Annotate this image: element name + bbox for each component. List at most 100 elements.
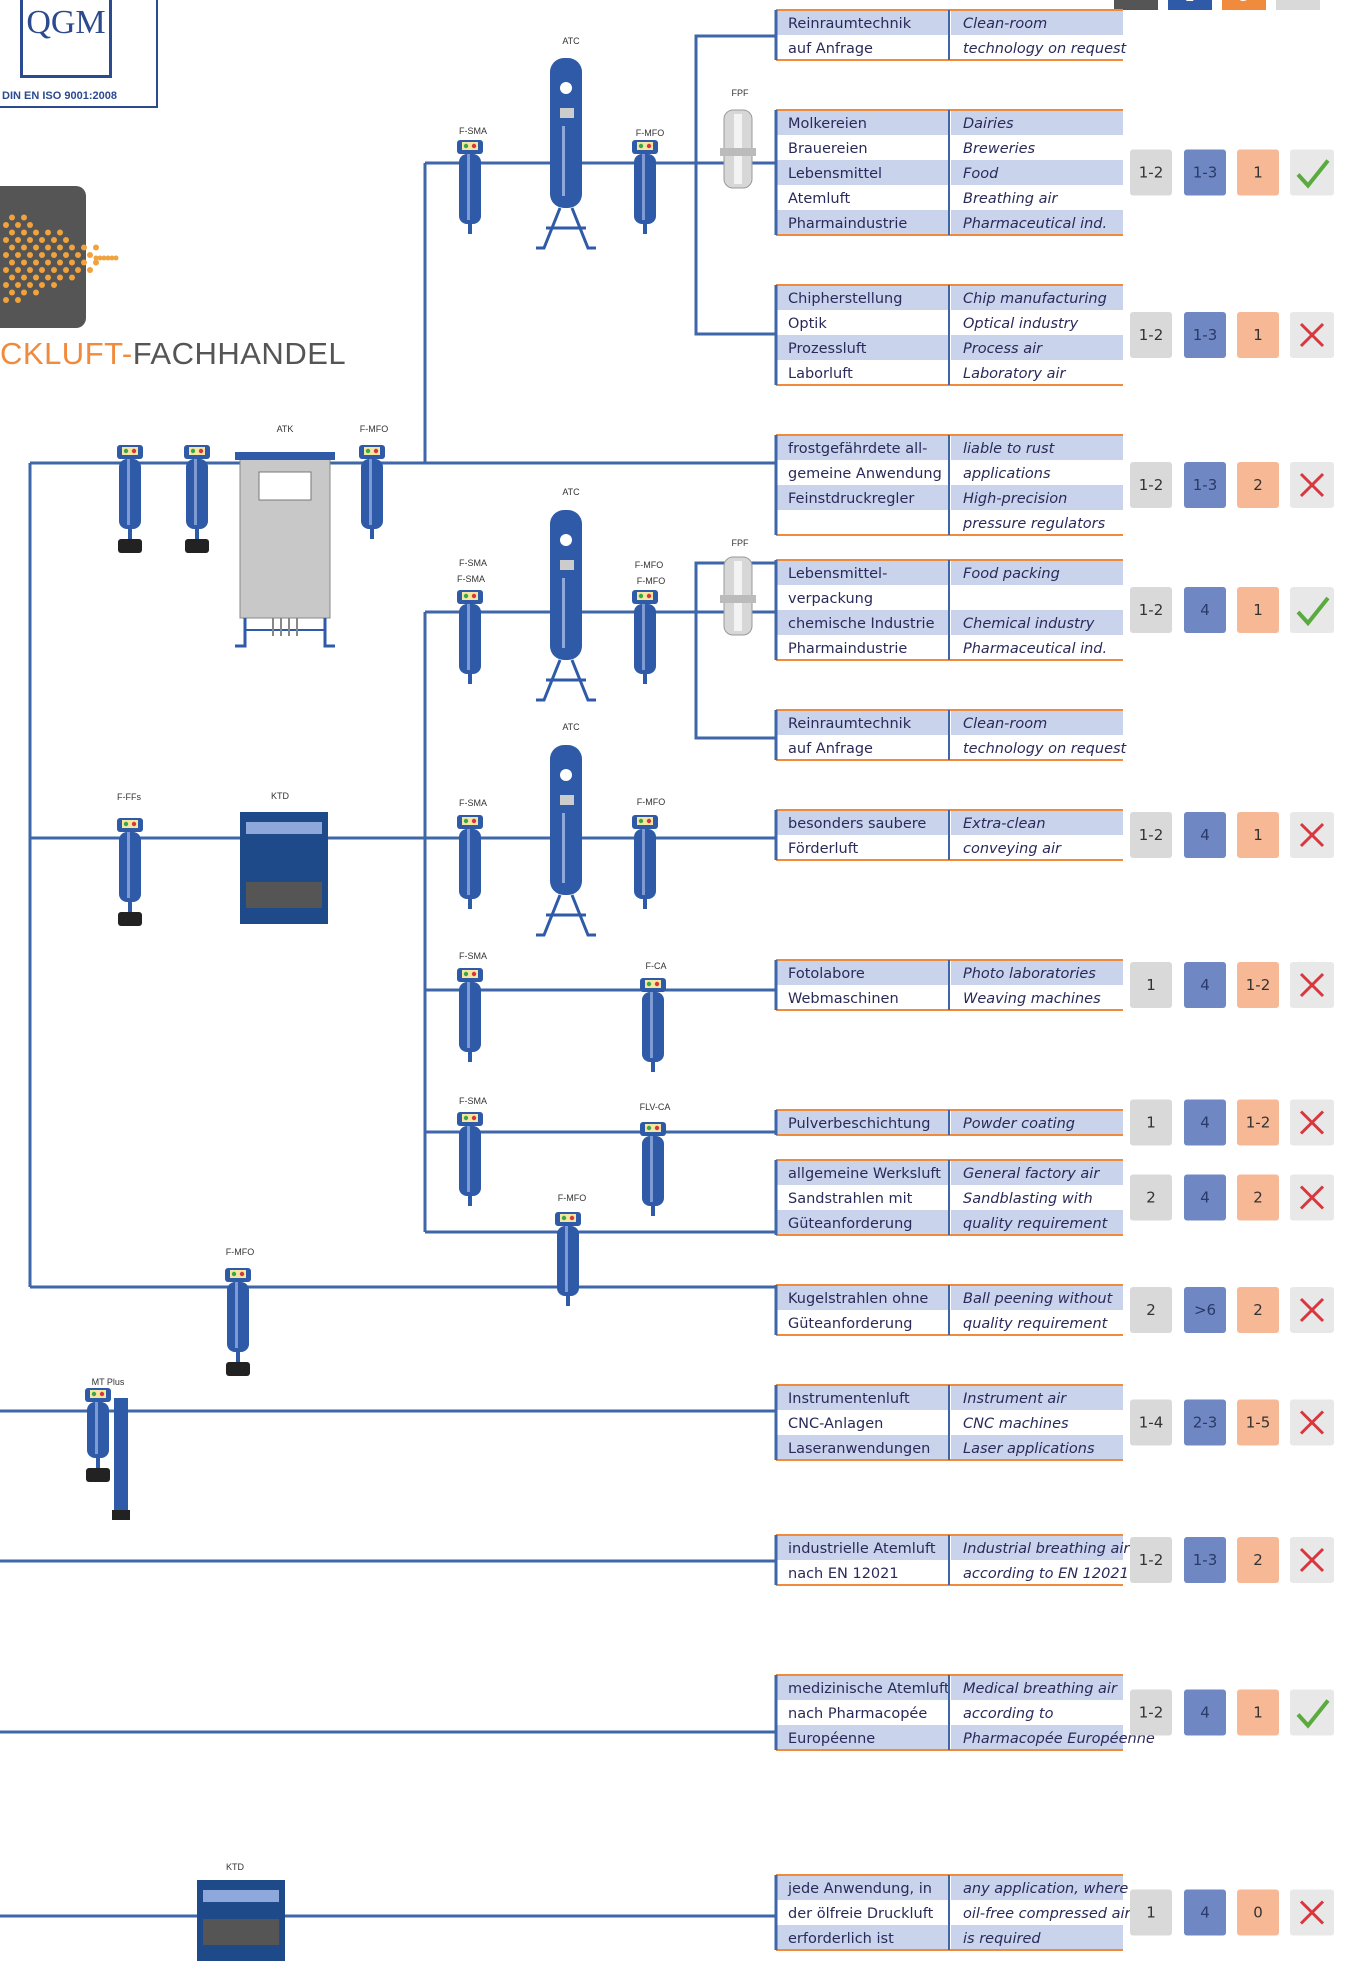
- application-de: auf Anfrage: [788, 741, 873, 757]
- application-de: Pharmaindustrie: [788, 216, 907, 232]
- iso-certification: DIN EN ISO 9001:2008: [2, 90, 117, 102]
- application-group: Lebensmittel-Food packingverpackungchemi…: [774, 559, 1334, 661]
- class-badge-label: 2: [1146, 1301, 1156, 1319]
- row-bg: [776, 985, 948, 1010]
- application-de: Kugelstrahlen ohne: [788, 1291, 928, 1307]
- spray-dot: [3, 222, 9, 228]
- row-bg: [776, 585, 948, 610]
- row-bg: [951, 1900, 1123, 1925]
- row-bg: [776, 185, 948, 210]
- status-box: [1290, 587, 1334, 633]
- row-bg: [776, 810, 948, 835]
- row-bg: [951, 285, 1123, 310]
- row-bg: [776, 135, 948, 160]
- class-badge: [1130, 1174, 1172, 1221]
- cross-icon: [1299, 1185, 1325, 1210]
- row-bg: [776, 485, 948, 510]
- row-bg: [951, 310, 1123, 335]
- header-badge: [1276, 0, 1320, 10]
- application-en: Chip manufacturing: [963, 291, 1107, 307]
- class-badge: [1237, 587, 1279, 633]
- class-badge-label: 2-3: [1193, 1414, 1218, 1432]
- class-badge-label: 1-4: [1139, 1414, 1164, 1432]
- brand-title-part2: FACHHANDEL: [132, 336, 347, 371]
- class-badge-label: 2: [1146, 1189, 1156, 1207]
- spray-dot: [21, 214, 27, 221]
- spray-dot: [87, 267, 93, 273]
- class-badge: [1130, 1889, 1172, 1936]
- spray-dot: [21, 229, 27, 236]
- row-bg: [951, 1385, 1123, 1410]
- spray-dot: [97, 255, 103, 261]
- row-bg: [951, 635, 1123, 660]
- row-bg: [951, 135, 1123, 160]
- spray-dot: [21, 289, 27, 296]
- spray-dot: [15, 282, 21, 288]
- class-badge: [1237, 462, 1279, 508]
- application-de: besonders saubere: [788, 816, 926, 832]
- application-en: Chemical industry: [963, 616, 1095, 632]
- class-badge-label: 2: [1253, 1301, 1263, 1319]
- cross-icon: [1299, 972, 1325, 998]
- row-bg: [776, 35, 948, 60]
- application-de: Güteanforderung: [788, 1216, 912, 1232]
- row-bg: [776, 310, 948, 335]
- row-bg: [776, 1560, 948, 1585]
- class-badge: [1130, 587, 1172, 633]
- application-de: Pharmaindustrie: [788, 641, 907, 657]
- component-label: F-MFO: [637, 797, 666, 807]
- row-bg: [776, 1900, 948, 1925]
- class-badge: [1130, 1537, 1172, 1583]
- class-badge-label: 1-2: [1139, 164, 1164, 182]
- spray-dot: [27, 237, 33, 243]
- application-de: Chipherstellung: [788, 291, 902, 307]
- row-bg: [951, 985, 1123, 1010]
- component-label: ATC: [562, 36, 580, 46]
- spray-dot: [63, 267, 69, 273]
- application-de: frostgefährdete all-: [788, 441, 927, 457]
- compressor-unit-icon: [240, 812, 328, 924]
- spray-dot: [9, 274, 15, 281]
- application-en: technology on request: [963, 741, 1128, 757]
- component-label: KTD: [271, 791, 290, 801]
- spray-dot: [101, 255, 107, 261]
- component-label: F-SMA: [459, 951, 487, 961]
- class-badge-label: 2: [1253, 1189, 1263, 1207]
- class-badge-label: 4: [1200, 1189, 1210, 1207]
- application-en: is required: [963, 1931, 1041, 1947]
- class-badge: [1130, 1399, 1172, 1446]
- spray-dot: [45, 244, 51, 251]
- spray-dot: [39, 252, 45, 258]
- cross-icon: [1299, 822, 1325, 848]
- row-bg: [776, 1210, 948, 1235]
- filter-icon: [117, 818, 143, 926]
- spray-dot: [63, 237, 69, 243]
- cross-icon: [1299, 1110, 1325, 1135]
- row-bg: [951, 1700, 1123, 1725]
- row-bg: [776, 285, 948, 310]
- class-badge: [1237, 1287, 1279, 1333]
- filter-icon: [225, 1268, 251, 1376]
- application-en: quality requirement: [963, 1216, 1109, 1232]
- spray-dot: [39, 267, 45, 273]
- class-badge-label: 4: [1200, 976, 1210, 994]
- application-en: Dairies: [963, 116, 1014, 132]
- application-de: medizinische Atemluft: [788, 1681, 950, 1697]
- class-badge: [1237, 962, 1279, 1008]
- spray-dot: [27, 282, 33, 288]
- class-badge: [1184, 1889, 1226, 1936]
- spray-dot: [45, 274, 51, 281]
- class-badge-label: 1: [1253, 164, 1263, 182]
- application-en: quality requirement: [963, 1316, 1109, 1332]
- class-badge-label: 4: [1200, 1114, 1210, 1132]
- spray-dot: [3, 297, 9, 303]
- row-bg: [951, 1185, 1123, 1210]
- spray-dot: [9, 214, 15, 221]
- class-badge: [1130, 1689, 1172, 1736]
- component-label: F-MFO: [558, 1193, 587, 1203]
- row-bg: [776, 1385, 948, 1410]
- application-en: Ball peening without: [963, 1291, 1114, 1307]
